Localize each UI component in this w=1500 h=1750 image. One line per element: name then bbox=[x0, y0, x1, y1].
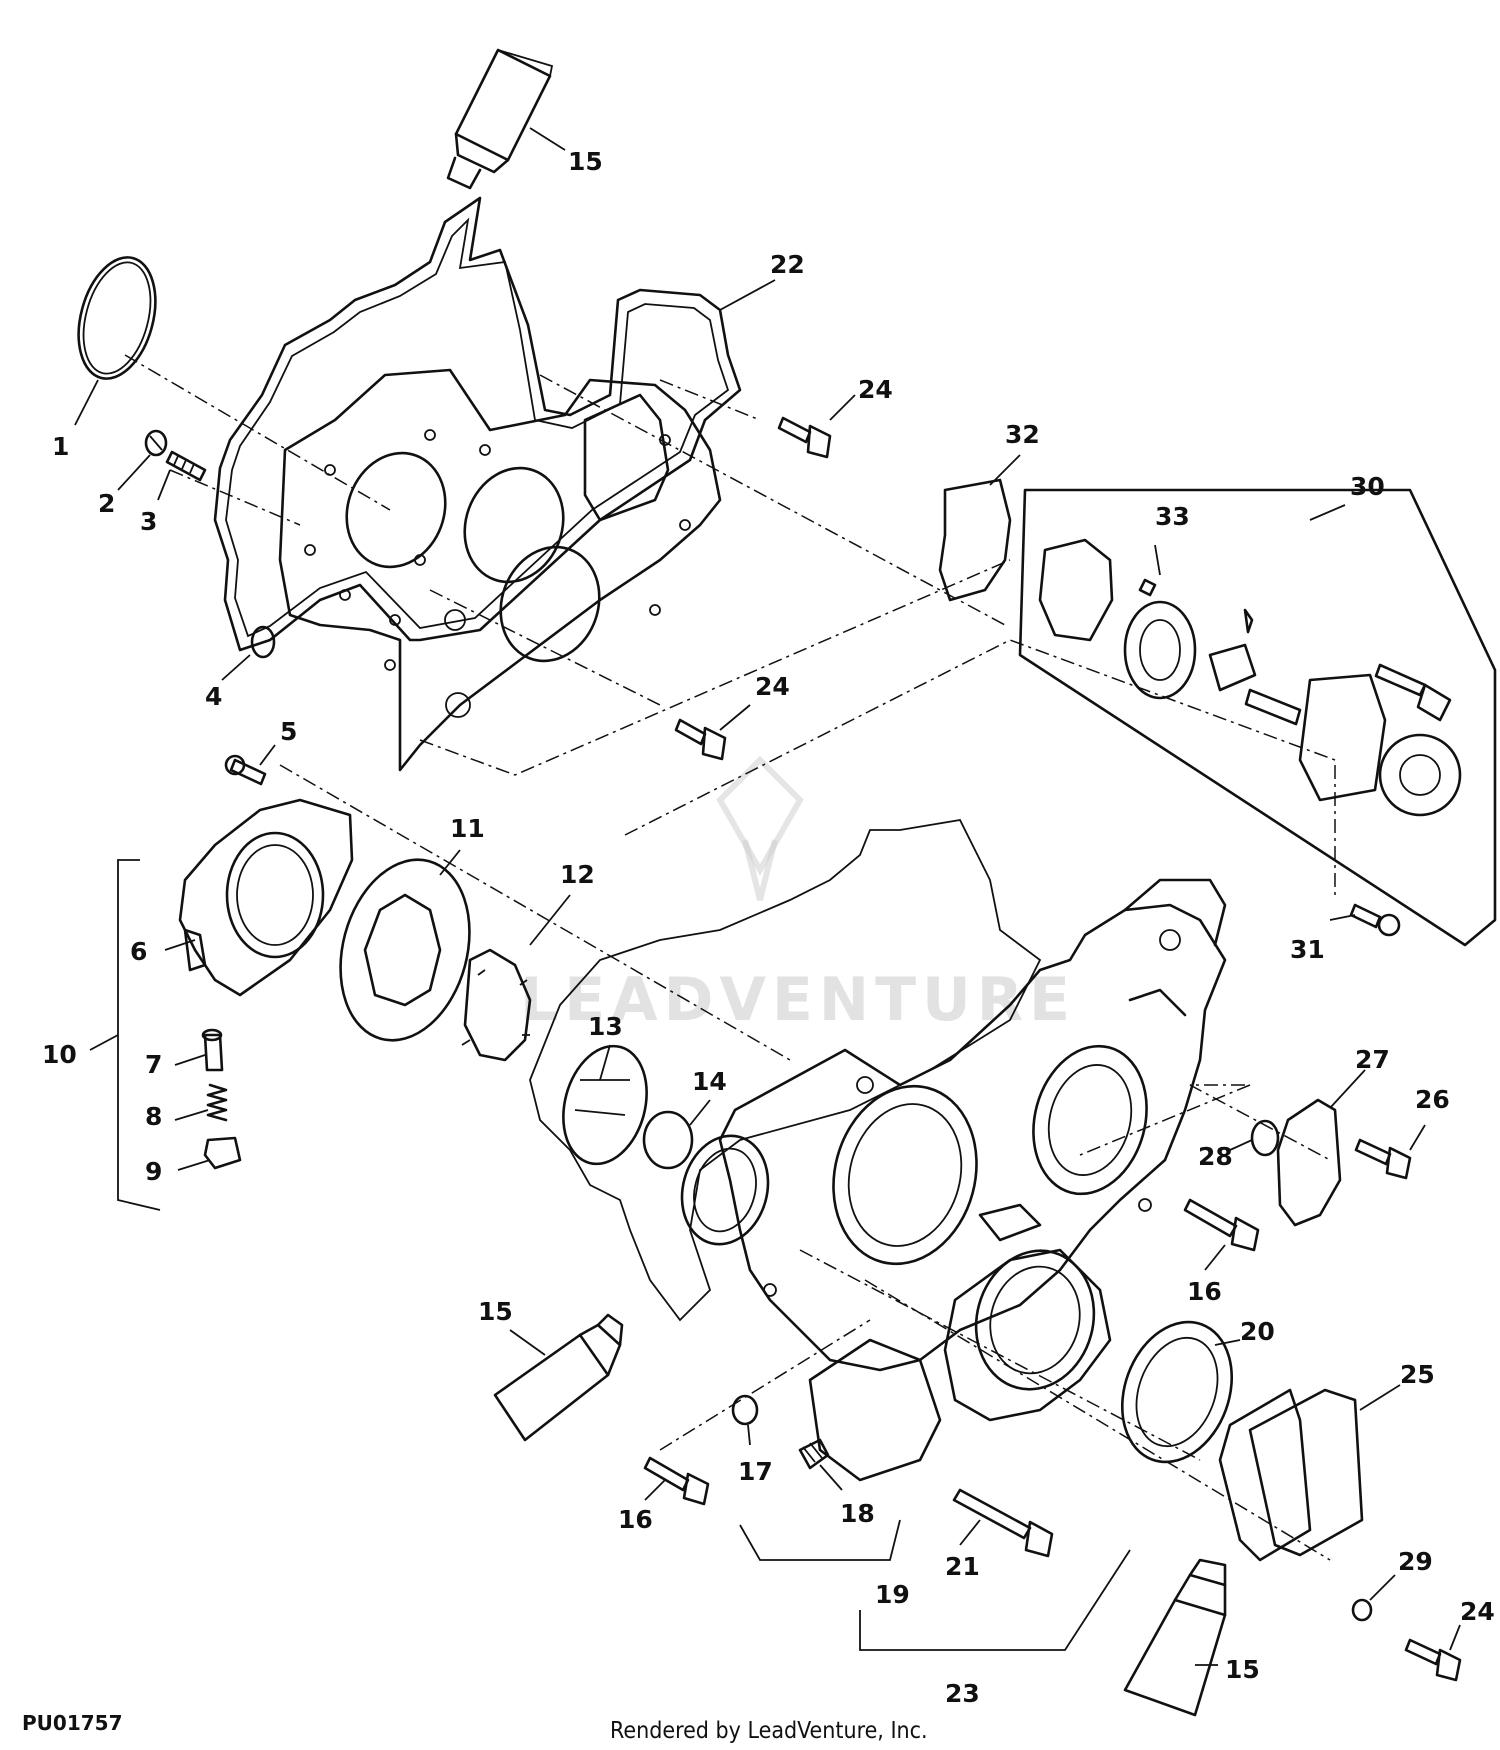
plug-2 bbox=[144, 429, 168, 457]
inner-rotor-12 bbox=[461, 948, 532, 1062]
bolt-16-left bbox=[643, 1456, 710, 1506]
callout-16[interactable]: 16 bbox=[1187, 1277, 1222, 1306]
cover-25 bbox=[1218, 1388, 1364, 1562]
bolt-26 bbox=[1354, 1138, 1412, 1180]
bolt-16-right bbox=[1183, 1198, 1260, 1252]
bolt-24-middle bbox=[674, 718, 727, 761]
callout-14[interactable]: 14 bbox=[692, 1067, 727, 1096]
callout-labels: 15 22 24 1 2 3 32 30 33 4 24 5 11 12 6 3… bbox=[42, 147, 1495, 1708]
callout-19[interactable]: 19 bbox=[875, 1580, 910, 1609]
gasket-22 bbox=[213, 196, 742, 652]
callout-33[interactable]: 33 bbox=[1155, 502, 1190, 531]
callout-24[interactable]: 24 bbox=[755, 672, 790, 701]
front-plate bbox=[278, 368, 722, 772]
pump-housing-6 bbox=[178, 798, 354, 997]
bracket-10 bbox=[117, 859, 161, 1211]
callout-11[interactable]: 11 bbox=[450, 814, 485, 843]
callout-27[interactable]: 27 bbox=[1355, 1045, 1390, 1074]
oil-pump-assembly-30 bbox=[1018, 488, 1497, 947]
callout-24[interactable]: 24 bbox=[858, 375, 893, 404]
callout-5[interactable]: 5 bbox=[280, 717, 297, 746]
plug-18 bbox=[798, 1438, 830, 1470]
callout-12[interactable]: 12 bbox=[560, 860, 595, 889]
callout-10[interactable]: 10 bbox=[42, 1040, 77, 1069]
callout-4[interactable]: 4 bbox=[205, 682, 222, 711]
cover-plate-27 bbox=[1276, 1098, 1342, 1227]
bolt-31 bbox=[1349, 903, 1401, 937]
outer-rotor-11 bbox=[339, 858, 471, 1042]
callout-1[interactable]: 1 bbox=[52, 432, 69, 461]
callout-18[interactable]: 18 bbox=[840, 1499, 875, 1528]
gasket-32 bbox=[938, 478, 1012, 602]
footer-credit: Rendered by LeadVenture, Inc. bbox=[610, 1718, 928, 1744]
bolt-21 bbox=[952, 1488, 1054, 1558]
o-ring-14 bbox=[642, 1110, 694, 1170]
callout-7[interactable]: 7 bbox=[145, 1050, 162, 1079]
callout-leaders bbox=[74, 127, 1461, 1666]
callout-21[interactable]: 21 bbox=[945, 1552, 980, 1581]
callout-20[interactable]: 20 bbox=[1240, 1317, 1275, 1346]
washer-29 bbox=[1351, 1598, 1373, 1622]
callout-26[interactable]: 26 bbox=[1415, 1085, 1450, 1114]
callout-9[interactable]: 9 bbox=[145, 1157, 162, 1186]
assembly-centerlines bbox=[124, 354, 1336, 1561]
callout-29[interactable]: 29 bbox=[1398, 1547, 1433, 1576]
callout-3[interactable]: 3 bbox=[140, 507, 157, 536]
figure-id: PU01757 bbox=[22, 1711, 122, 1735]
callout-23[interactable]: 23 bbox=[945, 1679, 980, 1708]
plug-9 bbox=[203, 1136, 242, 1170]
callout-32[interactable]: 32 bbox=[1005, 420, 1040, 449]
sealant-tube-top bbox=[446, 48, 554, 190]
seal-20 bbox=[1120, 1320, 1234, 1464]
bracket-19 bbox=[739, 1519, 901, 1561]
callout-13[interactable]: 13 bbox=[588, 1012, 623, 1041]
bolt-24-bottom bbox=[1404, 1638, 1462, 1682]
leadventure-watermark: LEADVENTURE bbox=[520, 755, 1076, 1035]
callout-2[interactable]: 2 bbox=[98, 489, 115, 518]
sealant-tube-left bbox=[493, 1313, 624, 1442]
housing-gasket bbox=[529, 819, 1042, 1322]
callout-25[interactable]: 25 bbox=[1400, 1360, 1435, 1389]
callout-30[interactable]: 30 bbox=[1350, 472, 1385, 501]
callout-28[interactable]: 28 bbox=[1198, 1142, 1233, 1171]
bolt-24-top bbox=[777, 416, 832, 459]
o-ring-28 bbox=[1250, 1119, 1280, 1157]
callout-17[interactable]: 17 bbox=[738, 1457, 773, 1486]
spring-8 bbox=[206, 1083, 228, 1122]
callout-31[interactable]: 31 bbox=[1290, 935, 1325, 964]
callout-6[interactable]: 6 bbox=[130, 937, 147, 966]
callout-24[interactable]: 24 bbox=[1460, 1597, 1495, 1626]
bolt-5 bbox=[224, 754, 267, 786]
seal-4 bbox=[250, 625, 276, 659]
callout-15[interactable]: 15 bbox=[478, 1297, 513, 1326]
callout-15[interactable]: 15 bbox=[568, 147, 603, 176]
sleeve-7 bbox=[201, 1028, 224, 1072]
o-ring-1 bbox=[77, 256, 157, 380]
callout-15[interactable]: 15 bbox=[1225, 1655, 1260, 1684]
callout-16[interactable]: 16 bbox=[618, 1505, 653, 1534]
callout-22[interactable]: 22 bbox=[770, 250, 805, 279]
seal-13 bbox=[562, 1044, 648, 1166]
callout-8[interactable]: 8 bbox=[145, 1102, 162, 1131]
bracket-23 bbox=[859, 1549, 1131, 1651]
plug-17 bbox=[731, 1394, 759, 1426]
watermark-text: LEADVENTURE bbox=[520, 965, 1076, 1035]
sealant-tube-bottom bbox=[1123, 1558, 1227, 1717]
stud-3 bbox=[165, 450, 207, 482]
timing-gear-housing bbox=[680, 878, 1227, 1482]
